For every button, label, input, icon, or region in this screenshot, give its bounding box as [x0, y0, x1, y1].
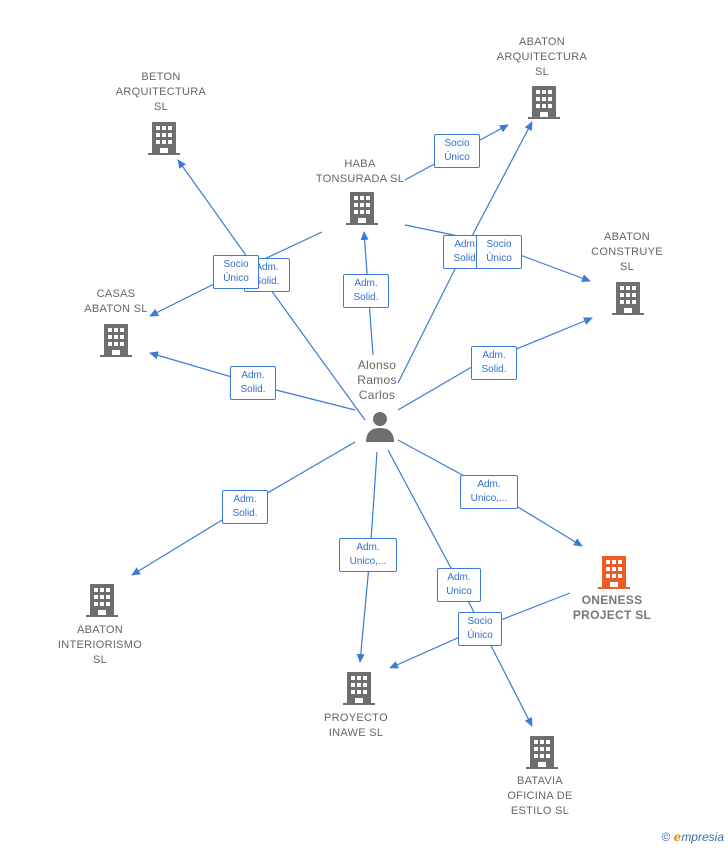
edge-label-abaton-constr-adm[interactable]: Adm. Solid.	[471, 346, 517, 380]
edge-label-proyecto-adm[interactable]: Adm. Unico,...	[339, 538, 397, 572]
company-label-oneness[interactable]: ONENESS PROJECT SL	[572, 593, 652, 622]
building-icon-batavia[interactable]	[526, 734, 558, 775]
edge-abaton-constr	[397, 317, 593, 411]
brand-name: mpresia	[681, 830, 724, 844]
edge-label-oneness-socio[interactable]: Socio Único	[458, 612, 502, 646]
footer-brand[interactable]: © empresia	[661, 830, 724, 844]
building-icon-haba[interactable]	[346, 190, 378, 231]
copyright-icon: ©	[661, 830, 671, 844]
person-label[interactable]: Alonso Ramos Carlos	[357, 358, 397, 402]
brand-logo-initial: e	[673, 830, 682, 844]
building-icon-casas[interactable]	[100, 322, 132, 363]
edge-label-haba-adm[interactable]: Adm. Solid.	[343, 274, 389, 308]
company-label-abaton-arquitectura[interactable]: ABATON ARQUITECTURA SL	[496, 36, 588, 78]
company-label-abaton-construye[interactable]: ABATON CONSTRUYE SL	[591, 231, 663, 273]
edge-label-abaton-int-adm[interactable]: Adm. Solid.	[222, 490, 268, 524]
person-icon[interactable]	[364, 410, 396, 449]
edge-haba-abaton-arq	[404, 125, 508, 181]
edge-label-casas-adm[interactable]: Adm. Solid.	[230, 366, 276, 400]
building-icon-oneness[interactable]	[598, 554, 630, 595]
building-icon-abaton-construye[interactable]	[612, 280, 644, 321]
company-label-proyecto[interactable]: PROYECTO INAWE SL	[324, 712, 388, 739]
building-icon-proyecto[interactable]	[343, 670, 375, 711]
edge-label-oneness-adm[interactable]: Adm. Unico,...	[460, 475, 518, 509]
edge-label-casas-socio[interactable]: Socio Único	[213, 255, 259, 289]
edge-casas	[149, 351, 356, 411]
building-icon-abaton-interiorismo[interactable]	[86, 582, 118, 623]
company-label-casas[interactable]: CASAS ABATON SL	[84, 288, 148, 315]
edge-label-haba-socio-arq[interactable]: Socio Único	[434, 134, 480, 168]
company-label-abaton-interiorismo[interactable]: ABATON INTERIORISMO SL	[57, 624, 143, 666]
company-label-batavia[interactable]: BATAVIA OFICINA DE ESTILO SL	[507, 775, 573, 817]
building-icon-abaton-arquitectura[interactable]	[528, 84, 560, 125]
company-label-beton[interactable]: BETON ARQUITECTURA SL	[115, 71, 207, 113]
edge-label-haba-socio-constr[interactable]: Socio Único	[476, 235, 522, 269]
building-icon-beton[interactable]	[148, 120, 180, 161]
edge-label-batavia-adm[interactable]: Adm. Unico	[437, 568, 481, 602]
company-label-haba[interactable]: HABA TONSURADA SL	[315, 158, 405, 185]
